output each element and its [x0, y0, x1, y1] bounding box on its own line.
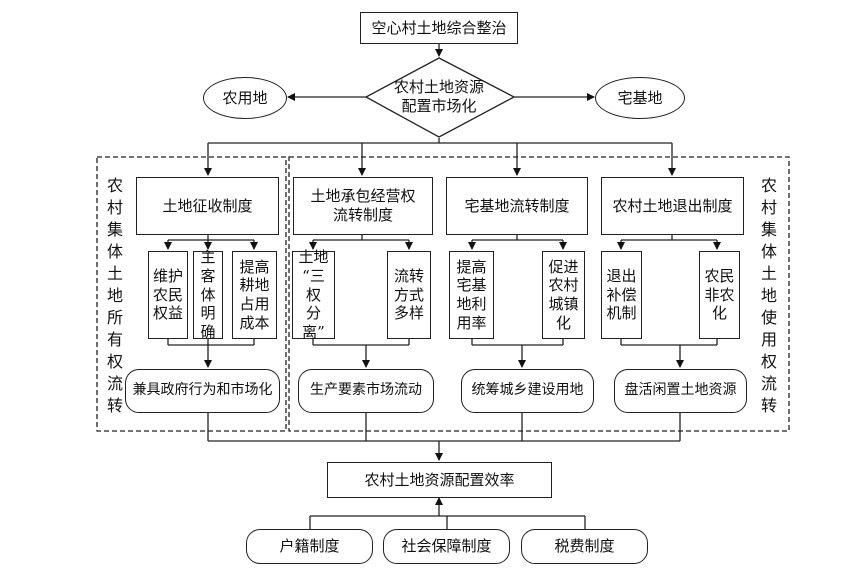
measure-box-diverse-methods: 流转 方式 多样: [387, 251, 431, 339]
social-security-box: 社会保障制度: [383, 529, 510, 564]
system-box-land-expropriation: 土地征收制度: [136, 177, 279, 235]
efficiency-box: 农村土地资源配置效率: [327, 462, 552, 498]
tax-fee-box: 税费制度: [521, 529, 648, 564]
outcome-box-urban-rural: 统筹城乡建设用地: [461, 369, 594, 413]
measure-box-non-agri: 农民 非农 化: [699, 251, 740, 339]
right-dashed-frame: [288, 156, 790, 432]
measure-box-urbanization: 促进 农村 城镇 化: [542, 251, 585, 339]
system-box-contract-transfer: 土地承包经营权 流转制度: [293, 177, 433, 235]
system-box-homestead-transfer: 宅基地流转制度: [446, 177, 588, 235]
measure-box-utilization: 提高 宅基 地利 用率: [449, 251, 494, 339]
outcome-box-factor-flow: 生产要素市场流动: [298, 369, 434, 413]
outcome-box-gov-market: 兼具政府行为和市场化: [125, 369, 280, 413]
market-diamond-label: 农村土地资源 配置市场化: [393, 77, 484, 116]
system-box-land-exit: 农村土地退出制度: [601, 177, 744, 235]
market-diamond: [364, 57, 516, 138]
measure-box-raise-cost: 提高 耕地 占用 成本: [232, 251, 277, 339]
left-dashed-frame: [96, 156, 287, 432]
outcome-box-idle-land: 盘活闲置土地资源: [614, 369, 747, 413]
measure-box-compensation: 退出 补偿 机制: [601, 251, 642, 339]
homestead-ellipse: 宅基地: [595, 77, 685, 119]
measure-box-clear-subjects: 主 客 体 明 确: [193, 248, 223, 341]
measure-box-three-rights: 土地 “三权 分离”: [292, 248, 335, 341]
collective-use-right-transfer-label: 农 村 集 体 土 地 使 用 权 流 转: [760, 176, 777, 415]
title-box: 空心村土地综合整治: [360, 12, 518, 44]
farmland-ellipse: 农用地: [203, 77, 287, 119]
collective-ownership-transfer-label: 农 村 集 体 土 地 所 有 权 流 转: [106, 176, 123, 415]
measure-box-protect-rights: 维护 农民 权益: [148, 251, 188, 339]
household-registration-box: 户籍制度: [246, 529, 373, 564]
